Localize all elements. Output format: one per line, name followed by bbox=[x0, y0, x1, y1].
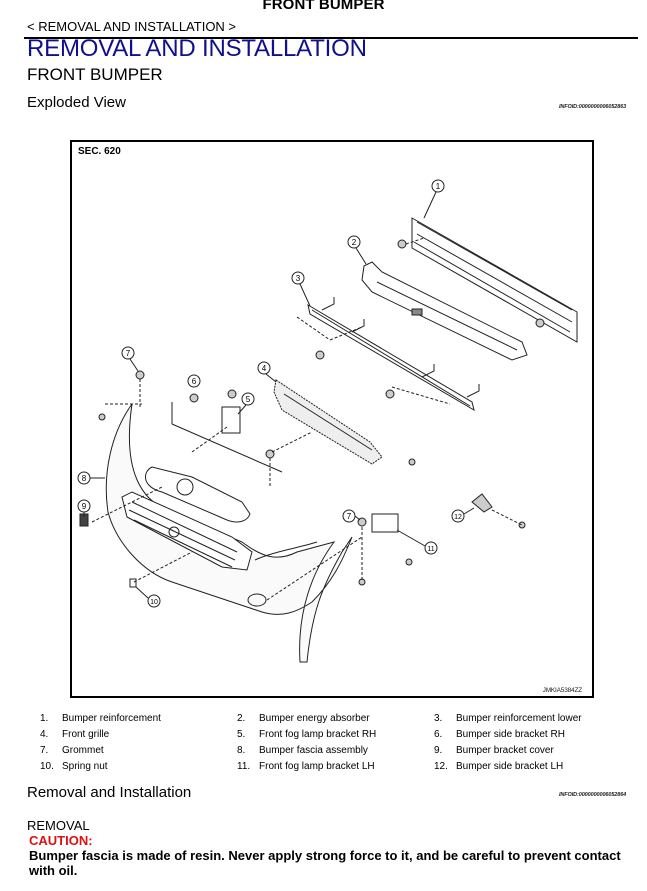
callout-12: 12 bbox=[451, 507, 475, 523]
legend-number: 3. bbox=[434, 713, 443, 724]
legend-number: 8. bbox=[237, 745, 246, 756]
legend-number: 9. bbox=[434, 745, 443, 756]
breadcrumb[interactable]: < REMOVAL AND INSTALLATION > bbox=[27, 19, 237, 34]
legend-number: 2. bbox=[237, 713, 246, 724]
figure-code: JMKIA5384ZZ bbox=[542, 687, 583, 694]
svg-text:1: 1 bbox=[436, 182, 441, 191]
fasteners bbox=[79, 370, 526, 601]
svg-text:5: 5 bbox=[246, 395, 251, 404]
legend-label: Bumper reinforcement bbox=[62, 713, 161, 724]
callout-9: 9 bbox=[77, 499, 91, 517]
svg-text:3: 3 bbox=[296, 274, 301, 283]
svg-text:4: 4 bbox=[262, 364, 267, 373]
callout-3: 3 bbox=[291, 271, 311, 307]
removal-label: REMOVAL bbox=[27, 818, 90, 833]
exploded-view-figure: 1 2 3 4 5 6 7 7 8 9 10 11 12 SEC. 620 JM… bbox=[70, 140, 594, 698]
bumper-fascia-part bbox=[105, 402, 353, 663]
legend-label: Bumper energy absorber bbox=[259, 713, 370, 724]
legend-number: 6. bbox=[434, 729, 443, 740]
legend-number: 1. bbox=[40, 713, 49, 724]
section-number-label: SEC. 620 bbox=[78, 146, 121, 157]
svg-text:7: 7 bbox=[126, 349, 131, 358]
page-title: FRONT BUMPER bbox=[262, 0, 385, 13]
svg-text:12: 12 bbox=[454, 514, 462, 521]
legend-row: 10. Spring nut 11. Front fog lamp bracket … bbox=[40, 761, 640, 777]
callout-7b: 7 bbox=[342, 509, 361, 523]
callout-2: 2 bbox=[347, 235, 367, 265]
svg-text:2: 2 bbox=[352, 238, 357, 247]
removal-installation-heading: Removal and Installation bbox=[27, 784, 192, 801]
legend-row: 7. Grommet 8. Bumper fascia assembly 9. Bum… bbox=[40, 745, 640, 761]
legend-label: Bumper side bracket RH bbox=[456, 729, 565, 740]
exploded-view-diagram: 1 2 3 4 5 6 7 7 8 9 10 11 12 bbox=[77, 179, 578, 663]
svg-text:7: 7 bbox=[347, 512, 352, 521]
callout-6: 6 bbox=[187, 374, 201, 388]
svg-text:6: 6 bbox=[192, 377, 197, 386]
legend-number: 5. bbox=[237, 729, 246, 740]
svg-text:9: 9 bbox=[82, 502, 87, 511]
infoid-removal-installation: INFOID:0000000006052864 bbox=[559, 792, 627, 798]
legend-number: 4. bbox=[40, 729, 49, 740]
bumper-energy-absorber-part bbox=[361, 261, 528, 361]
parts-legend: 1. Bumper reinforcement 2. Bumper energy a… bbox=[40, 713, 640, 777]
legend-label: Spring nut bbox=[62, 761, 108, 772]
legend-label: Bumper side bracket LH bbox=[456, 761, 564, 772]
callout-11: 11 bbox=[396, 529, 438, 555]
callouts: 1 2 3 4 5 6 7 7 8 9 10 11 12 bbox=[77, 179, 475, 608]
legend-label: Front grille bbox=[62, 729, 110, 740]
legend-label: Front fog lamp bracket RH bbox=[259, 729, 377, 740]
svg-text:8: 8 bbox=[82, 474, 87, 483]
caution-label: CAUTION: bbox=[29, 833, 93, 848]
callout-1: 1 bbox=[423, 179, 445, 219]
legend-label: Grommet bbox=[62, 745, 104, 756]
legend-label: Front fog lamp bracket LH bbox=[259, 761, 375, 772]
exploded-view-heading: Exploded View bbox=[27, 94, 126, 111]
legend-label: Bumper reinforcement lower bbox=[456, 713, 582, 724]
legend-number: 7. bbox=[40, 745, 49, 756]
svg-text:10: 10 bbox=[150, 599, 158, 606]
callout-4: 4 bbox=[257, 361, 277, 383]
callout-5: 5 bbox=[237, 392, 255, 415]
callout-10: 10 bbox=[135, 586, 161, 608]
bumper-reinforcement-lower-part bbox=[296, 297, 480, 412]
legend-label: Bumper fascia assembly bbox=[259, 745, 368, 756]
front-grille-part bbox=[273, 379, 383, 465]
legend-number: 11. bbox=[237, 761, 251, 772]
bumper-reinforcement-part bbox=[397, 217, 578, 343]
subsection-title: FRONT BUMPER bbox=[27, 65, 163, 84]
legend-row: 1. Bumper reinforcement 2. Bumper energy a… bbox=[40, 713, 640, 729]
legend-number: 10. bbox=[40, 761, 54, 772]
infoid-exploded-view: INFOID:0000000006052863 bbox=[559, 104, 627, 110]
caution-text: Bumper fascia is made of resin. Never ap… bbox=[29, 848, 621, 878]
callout-8: 8 bbox=[77, 471, 105, 485]
section-title: REMOVAL AND INSTALLATION bbox=[27, 35, 367, 62]
header-divider bbox=[24, 37, 638, 39]
legend-label: Bumper bracket cover bbox=[456, 745, 554, 756]
legend-row: 4. Front grille 5. Front fog lamp bracket … bbox=[40, 729, 640, 745]
callout-7a: 7 bbox=[121, 346, 139, 372]
legend-number: 12. bbox=[434, 761, 448, 772]
svg-text:11: 11 bbox=[427, 546, 434, 553]
